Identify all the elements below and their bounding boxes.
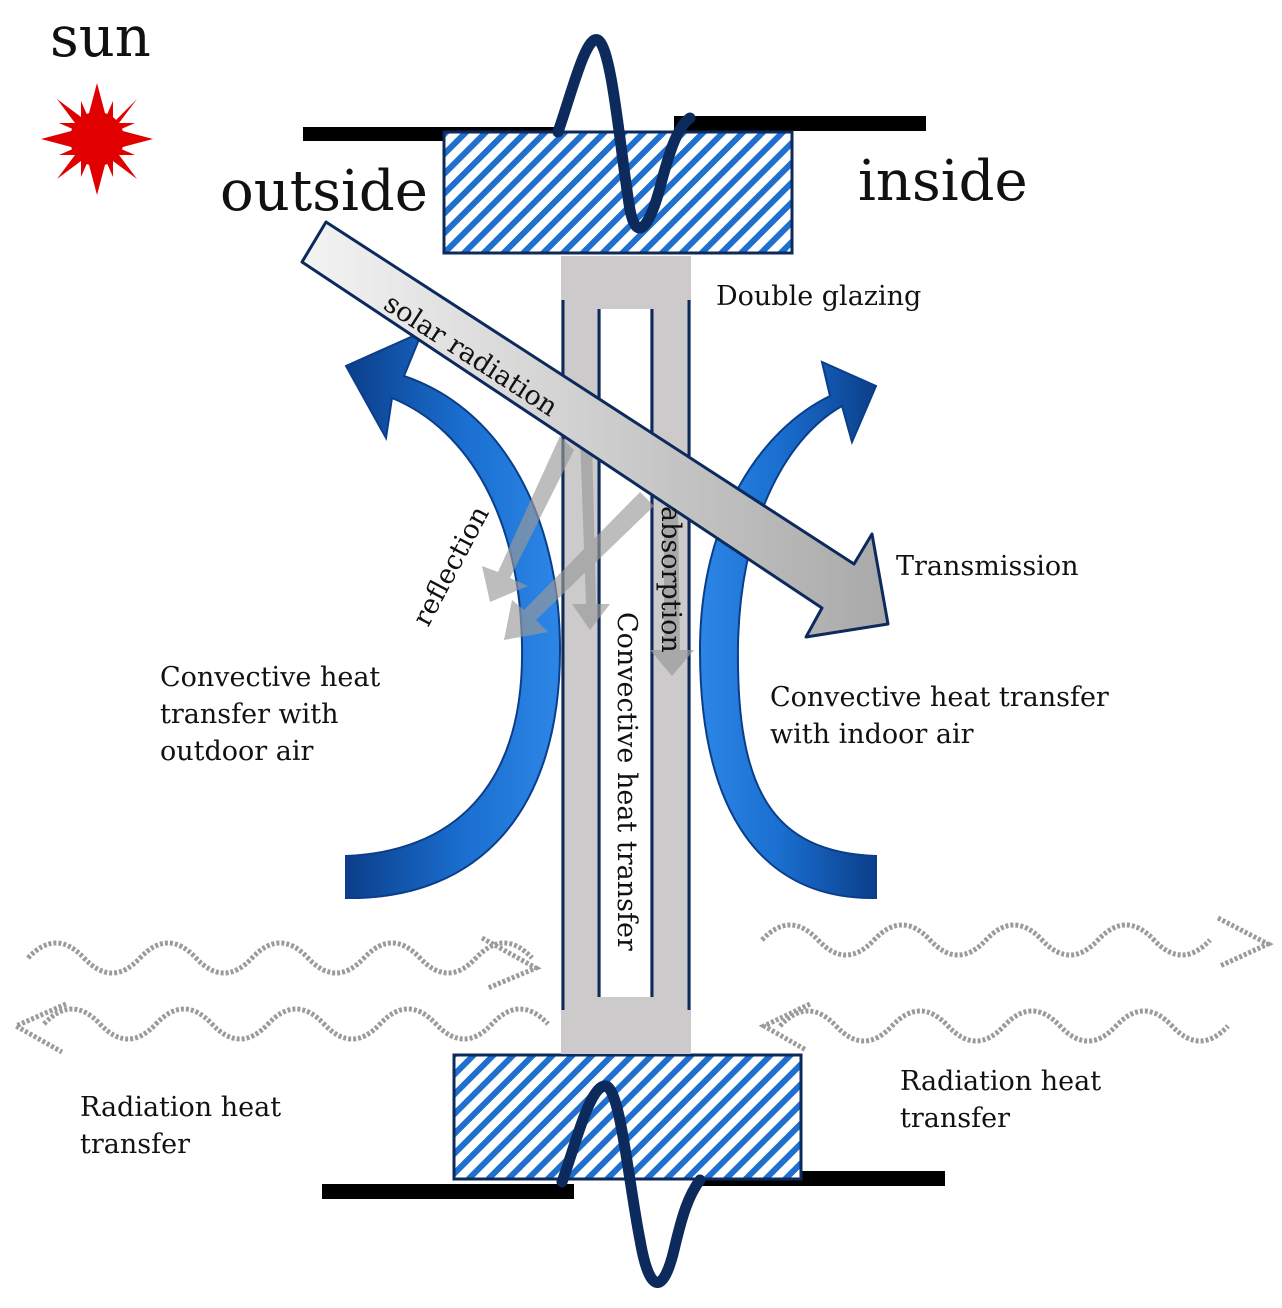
- solar-radiation-arrow: [300, 220, 890, 639]
- absorption-label: absorption: [655, 506, 686, 653]
- double-glazing-label: Double glazing: [716, 281, 921, 312]
- convective-outdoor-line-1: Convective heat: [160, 662, 380, 693]
- outside-label: outside: [220, 159, 428, 224]
- convective-cavity-label: Convective heat transfer: [611, 612, 642, 951]
- sun-icon: [41, 83, 153, 195]
- radiation-left-label: Radiation heat transfer: [80, 1092, 290, 1160]
- radiation-right-line-2: transfer: [900, 1103, 1010, 1134]
- radiation-waves-right: [758, 915, 1274, 1053]
- radiation-left-line-1: Radiation heat: [80, 1092, 281, 1123]
- radiation-left-line-2: transfer: [80, 1129, 190, 1160]
- seal-wave-top: [552, 34, 696, 234]
- convective-indoor-line-2: with indoor air: [770, 719, 974, 750]
- radiation-waves-left: [10, 935, 550, 1055]
- radiation-right-line-1: Radiation heat: [900, 1066, 1101, 1097]
- wall-line-top-right: [674, 116, 926, 131]
- reflection-label: reflection: [407, 501, 496, 631]
- convective-indoor-label: Convective heat transfer with indoor air: [770, 682, 1117, 750]
- radiation-right-label: Radiation heat transfer: [900, 1066, 1110, 1134]
- sun-label: sun: [50, 5, 151, 70]
- absorption-ray: [650, 510, 694, 676]
- wall-line-bottom-left: [322, 1184, 574, 1199]
- convective-outdoor-line-3: outdoor air: [160, 736, 314, 767]
- convective-outdoor-line-2: transfer with: [160, 699, 339, 730]
- inside-label: inside: [858, 149, 1028, 214]
- reflection-rays: [482, 436, 654, 640]
- convection-arrow-outdoor: [344, 330, 562, 900]
- convective-indoor-line-1: Convective heat transfer: [770, 682, 1109, 713]
- transmission-label: Transmission: [896, 551, 1079, 582]
- seal-wave-bottom: [556, 1080, 706, 1288]
- convective-outdoor-label: Convective heat transfer with outdoor ai…: [160, 662, 389, 767]
